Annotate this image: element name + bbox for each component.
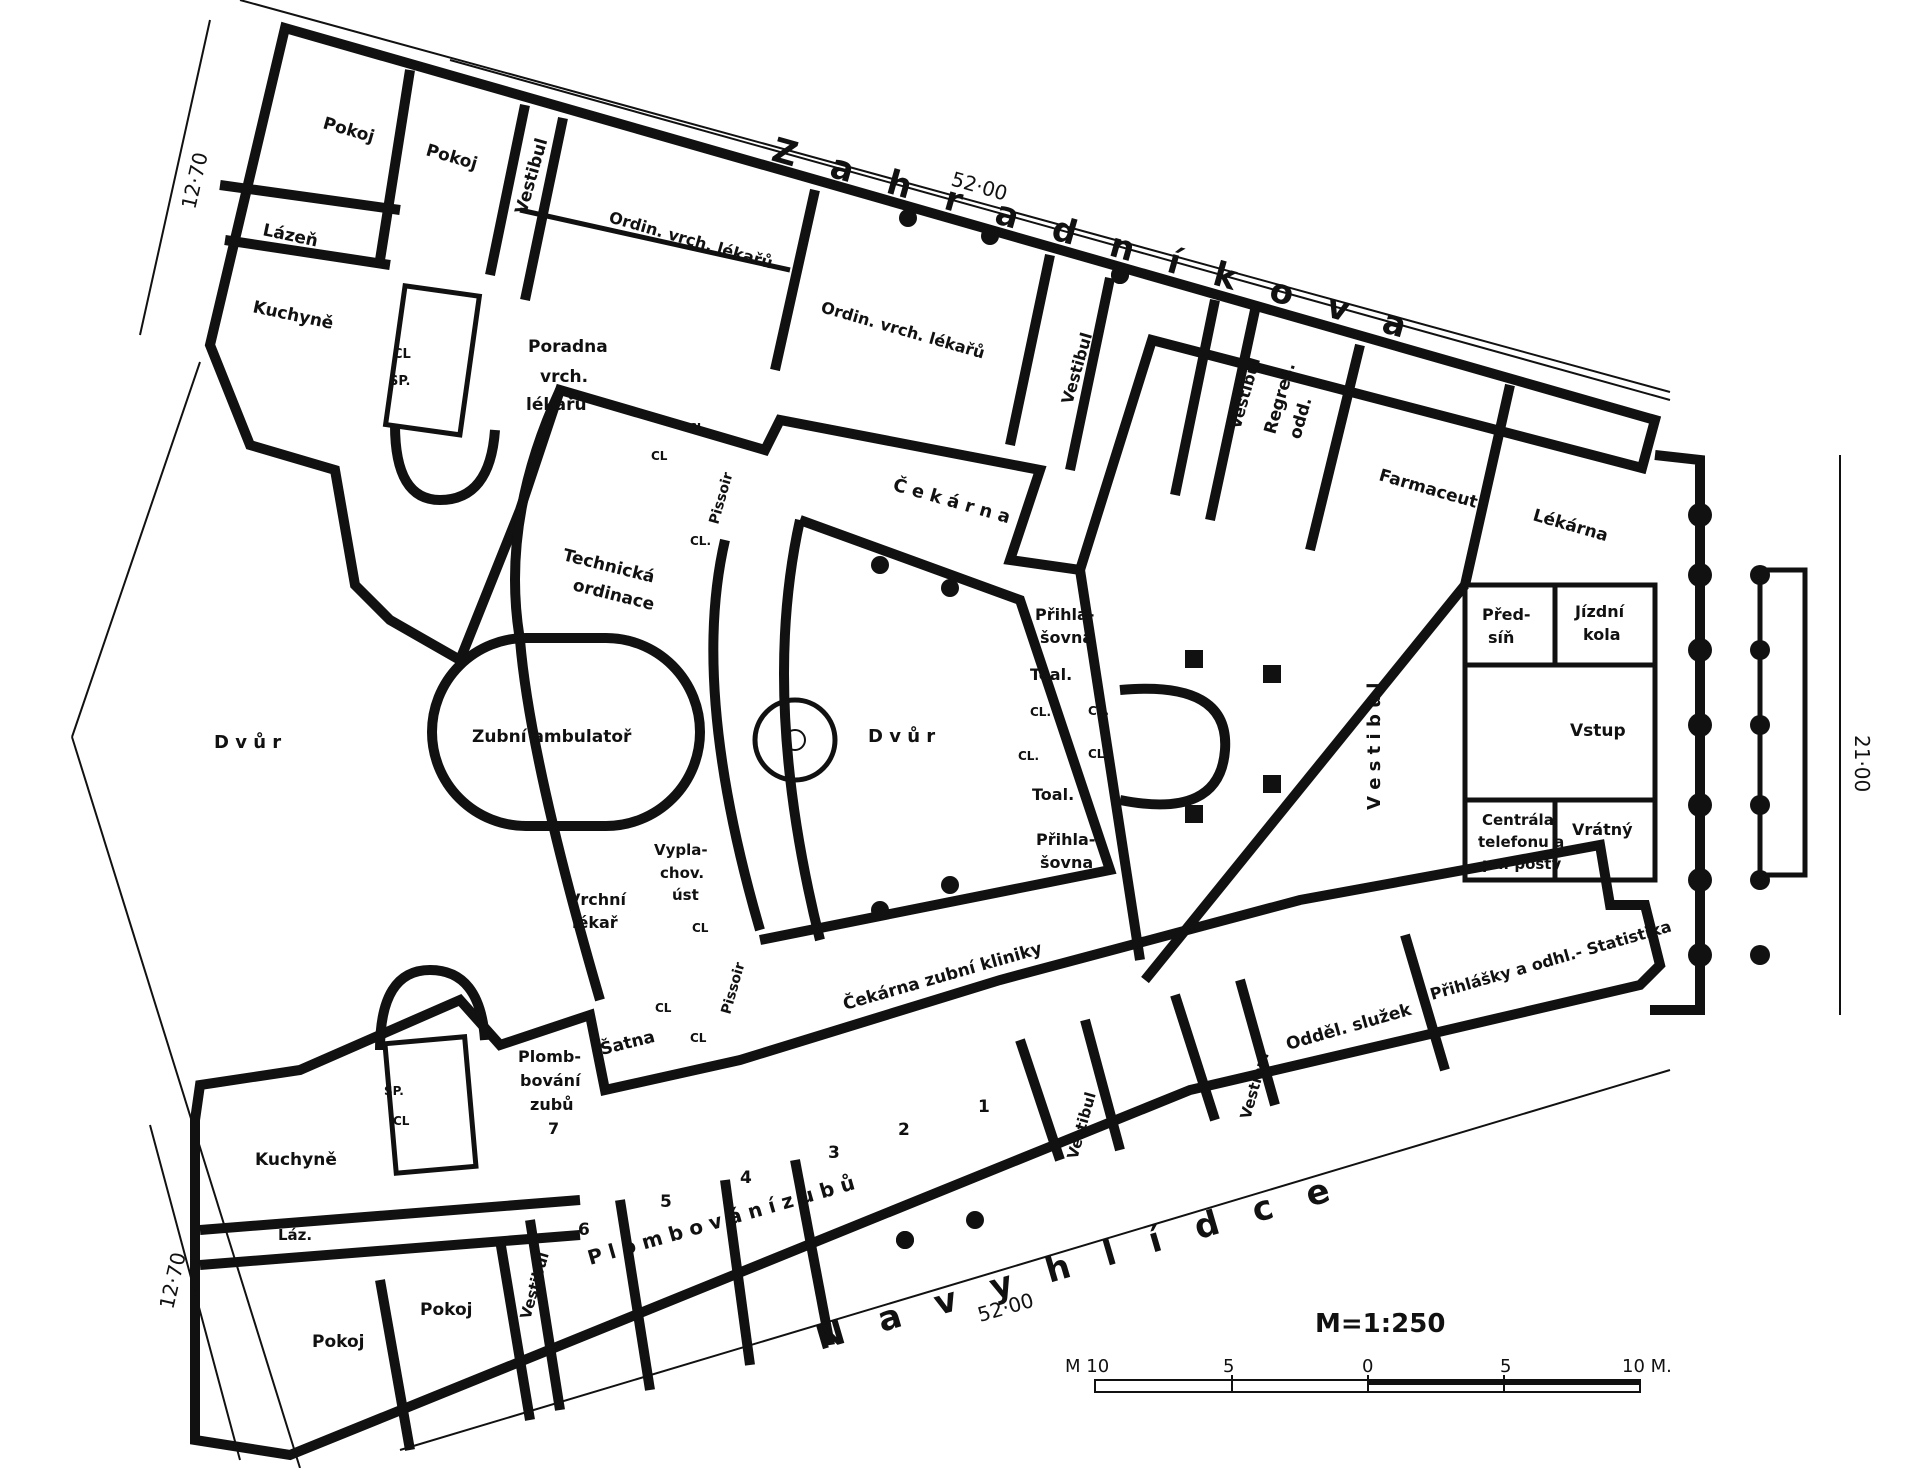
east-portico: [1462, 450, 1808, 1015]
room-num6: 6: [578, 1220, 590, 1240]
room-plomb7-4: 7: [548, 1119, 559, 1138]
room-vyplach-3: úst: [672, 886, 699, 904]
central-block: [427, 387, 1469, 1002]
room-cl-s: CL: [393, 1114, 410, 1128]
room-jizdni-2: kola: [1583, 625, 1620, 644]
scale-tick-m10: M 10: [1065, 1356, 1109, 1377]
room-cl-d: CL.: [1030, 705, 1051, 719]
room-plomb7-1: Plomb-: [518, 1047, 581, 1066]
room-vestibul-main: V e s t i b u l: [1364, 683, 1385, 810]
room-centrala-1: Centrála: [1482, 811, 1554, 829]
north-wing: [204, 21, 1662, 668]
room-prihlas-s2: šovna: [1040, 853, 1093, 872]
room-farmaceut: Farmaceut: [1377, 466, 1480, 513]
room-jizdni-1: Jízdní: [1574, 602, 1626, 621]
room-pokoj-sw2: Pokoj: [420, 1300, 473, 1320]
site-boundary: [71, 0, 1671, 1468]
room-plomb7-2: bování: [520, 1071, 582, 1090]
room-centrala-3: pn. pošty: [1482, 855, 1561, 873]
pillars: [871, 209, 1281, 1249]
room-poradna-1: Poradna: [528, 337, 608, 357]
room-ordin-2: Ordin. vrch. lékařů: [819, 298, 987, 363]
dim-west-bottom: 12·70: [154, 1250, 190, 1311]
room-prihlas-n1: Přihla-: [1035, 605, 1094, 624]
room-ordin-1: Ordin. vrch. lékařů: [607, 208, 775, 273]
room-kuchyne-s: Kuchyně: [255, 1150, 337, 1170]
room-vrchni-1: Vrchní: [568, 890, 628, 909]
room-cl-c: CL.: [690, 534, 711, 548]
room-vrchni-2: lékař: [572, 913, 618, 932]
scale-tick-5-left: 5: [1223, 1356, 1234, 1377]
dimension-lines: [139, 19, 1841, 1461]
room-cl-j: CL: [690, 1031, 707, 1045]
room-regres-2: odd.: [1286, 395, 1317, 441]
scale-title: M=1:250: [1315, 1309, 1445, 1339]
room-pissoir-s: Pissoir: [718, 961, 748, 1016]
room-num5: 5: [660, 1192, 672, 1212]
room-num3: 3: [828, 1143, 840, 1163]
room-vstup: Vstup: [1570, 721, 1626, 741]
room-predsin-1: Před-: [1482, 605, 1531, 624]
room-prihlas-s1: Přihla-: [1036, 830, 1095, 849]
room-pokoj-nw2: Pokoj: [424, 141, 480, 175]
street-south: N a v y h l í d c e: [811, 1167, 1346, 1358]
room-zubni-ambulator: Zubní ambulatoř: [472, 727, 632, 747]
room-prihlas-n2: šovna: [1040, 628, 1093, 647]
room-toal-n: Toal.: [1030, 665, 1072, 684]
room-num2: 2: [898, 1120, 910, 1140]
room-num4: 4: [740, 1168, 752, 1188]
room-plomb7-3: zubů: [530, 1095, 574, 1114]
room-vratny: Vrátný: [1572, 820, 1633, 839]
room-cl-e: CL.: [1088, 704, 1109, 718]
room-cl-a: CL: [688, 421, 705, 435]
dim-west-top: 12·70: [176, 150, 212, 211]
scale-tick-5-right: 5: [1500, 1356, 1511, 1377]
room-sp-n: SP.: [389, 374, 410, 389]
room-dvur-center: D v ů r: [868, 725, 935, 747]
south-wing: [190, 839, 1666, 1461]
room-cl-i: CL: [655, 1001, 672, 1015]
room-pokoj-nw1: Pokoj: [321, 114, 377, 148]
room-cl-f: CL.: [1018, 749, 1039, 763]
room-predsin-2: síň: [1488, 628, 1514, 647]
dim-east: 21·00: [1850, 735, 1874, 792]
room-kuchyne-n: Kuchyně: [251, 297, 335, 334]
scale-bar: M=1:250 M 10 5 0 5 10 M.: [1065, 1309, 1672, 1393]
room-laz-s: Láz.: [278, 1226, 312, 1244]
scale-tick-10m: 10 M.: [1622, 1356, 1672, 1377]
room-pokoj-sw1: Pokoj: [312, 1332, 365, 1352]
room-poradna-2: vrch.: [540, 367, 588, 387]
room-lekarna: Lékárna: [1531, 506, 1611, 546]
room-poradna-3: lékařů: [526, 393, 587, 415]
scale-tick-0: 0: [1362, 1356, 1373, 1377]
portico-columns: [1688, 503, 1770, 967]
room-satna: Šatna: [598, 1025, 657, 1060]
room-toal-s: Toal.: [1032, 785, 1074, 804]
room-dvur-west: D v ů r: [214, 731, 281, 753]
room-cl-g: CL.: [1088, 747, 1109, 761]
room-sp-s: SP.: [384, 1084, 404, 1098]
room-cl-n1: CL: [393, 347, 411, 362]
room-cekarna: Č e k á r n a: [891, 474, 1013, 528]
room-cl-b: CL: [651, 449, 668, 463]
room-vestibul-n3: Vestibul: [1226, 355, 1264, 431]
room-centrala-2: telefonu a: [1478, 833, 1564, 851]
room-vyplach-2: chov.: [660, 864, 704, 882]
room-pissoir-n: Pissoir: [706, 471, 736, 526]
room-cl-h: CL: [692, 921, 709, 935]
room-num1: 1: [978, 1097, 990, 1117]
room-vyplach-1: Vypla-: [654, 841, 708, 859]
